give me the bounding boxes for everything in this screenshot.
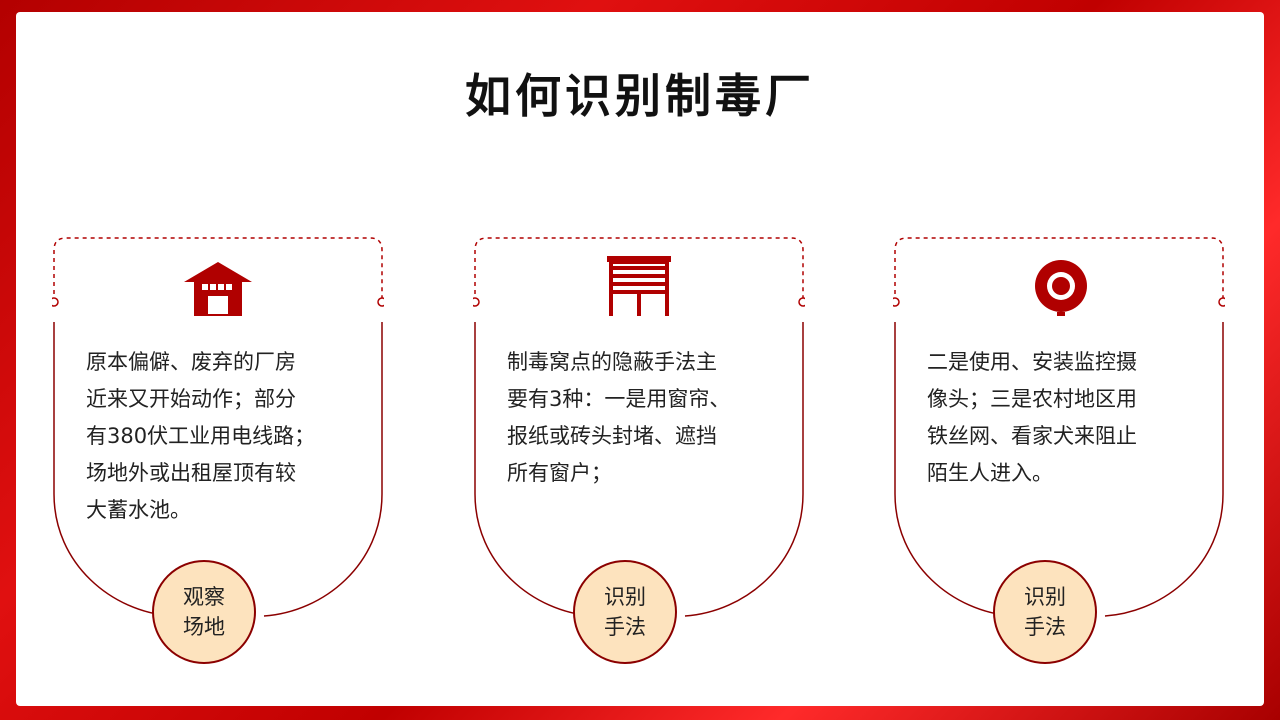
card-text-line: 制毒窝点的隐蔽手法主 [507, 350, 717, 374]
card-text-line: 有380伏工业用电线路； [86, 424, 316, 448]
badge-label: 场地 [183, 615, 225, 639]
card-text-line: 所有窗户； [507, 461, 612, 485]
card-text-line: 报纸或砖头封堵、遮挡 [507, 424, 717, 448]
warehouse-icon [168, 246, 268, 322]
card-text-line: 像头；三是农村地区用 [927, 387, 1137, 411]
card-text-line: 要有3种：一是用窗帘、 [507, 387, 731, 411]
badge-label: 手法 [1024, 615, 1066, 639]
card-text-line: 铁丝网、看家犬来阻止 [927, 424, 1137, 448]
card-description: 原本偏僻、废弃的厂房 近来又开始动作；部分 有380伏工业用电线路； 场地外或出… [86, 344, 346, 529]
card-description: 制毒窝点的隐蔽手法主 要有3种：一是用窗帘、 报纸或砖头封堵、遮挡 所有窗户； [507, 344, 767, 492]
card-badge: 识别 手法 [573, 560, 677, 664]
window-blinds-icon [589, 246, 689, 322]
badge-label: 手法 [604, 615, 646, 639]
card-text-line: 大蓄水池。 [86, 498, 191, 522]
card-description: 二是使用、安装监控摄 像头；三是农村地区用 铁丝网、看家犬来阻止 陌生人进入。 [927, 344, 1187, 492]
card-frame [52, 237, 384, 617]
card-text-line: 原本偏僻、废弃的厂房 [86, 350, 296, 374]
card-text-line: 二是使用、安装监控摄 [927, 350, 1137, 374]
card-frame [473, 237, 805, 617]
page-title: 如何识别制毒厂 [465, 69, 815, 123]
badge-label: 识别 [1024, 585, 1066, 609]
card-text-line: 场地外或出租屋顶有较 [86, 461, 296, 485]
card-observe-site: 原本偏僻、废弃的厂房 近来又开始动作；部分 有380伏工业用电线路； 场地外或出… [52, 224, 384, 664]
badge-label: 识别 [604, 585, 646, 609]
card-identify-method-surveillance: 二是使用、安装监控摄 像头；三是农村地区用 铁丝网、看家犬来阻止 陌生人进入。 … [893, 224, 1225, 664]
slide: 如何识别制毒厂 原本偏僻、废弃的厂房 近来又开始动作；部分 有380伏工业用电线… [16, 12, 1264, 706]
webcam-icon [1009, 246, 1109, 326]
badge-label: 观察 [183, 585, 225, 609]
card-badge: 识别 手法 [993, 560, 1097, 664]
card-identify-method-curtains: 制毒窝点的隐蔽手法主 要有3种：一是用窗帘、 报纸或砖头封堵、遮挡 所有窗户； … [473, 224, 805, 664]
card-text-line: 近来又开始动作；部分 [86, 387, 296, 411]
card-badge: 观察 场地 [152, 560, 256, 664]
card-frame [893, 237, 1225, 617]
card-text-line: 陌生人进入。 [927, 461, 1053, 485]
